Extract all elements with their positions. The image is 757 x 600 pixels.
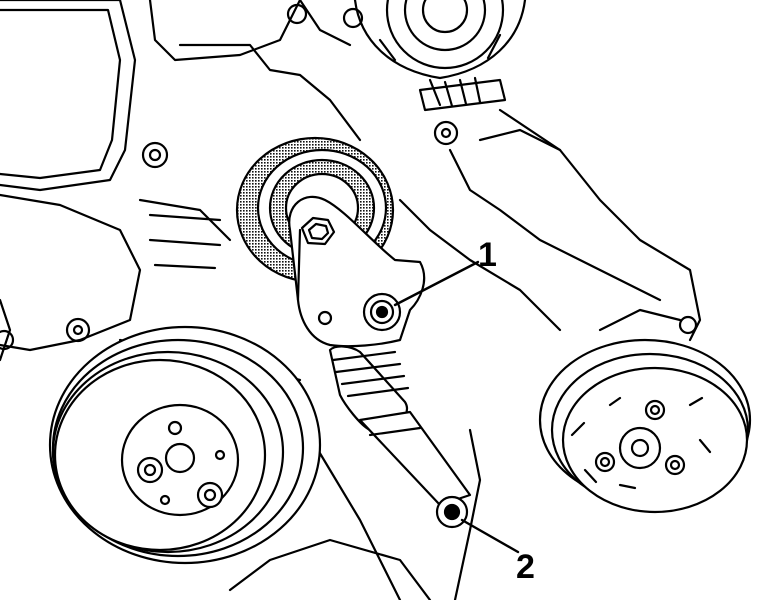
casing-bolts	[0, 3, 698, 351]
callout-1: 1	[478, 236, 497, 274]
crankshaft-pulley	[48, 325, 322, 565]
tensioner-damper	[328, 345, 472, 529]
alternator	[353, 0, 527, 112]
leader-lines	[393, 260, 520, 554]
tensioner-arm	[288, 195, 426, 348]
callout-2: 2	[516, 548, 535, 586]
auxiliary-pulley	[538, 338, 752, 514]
